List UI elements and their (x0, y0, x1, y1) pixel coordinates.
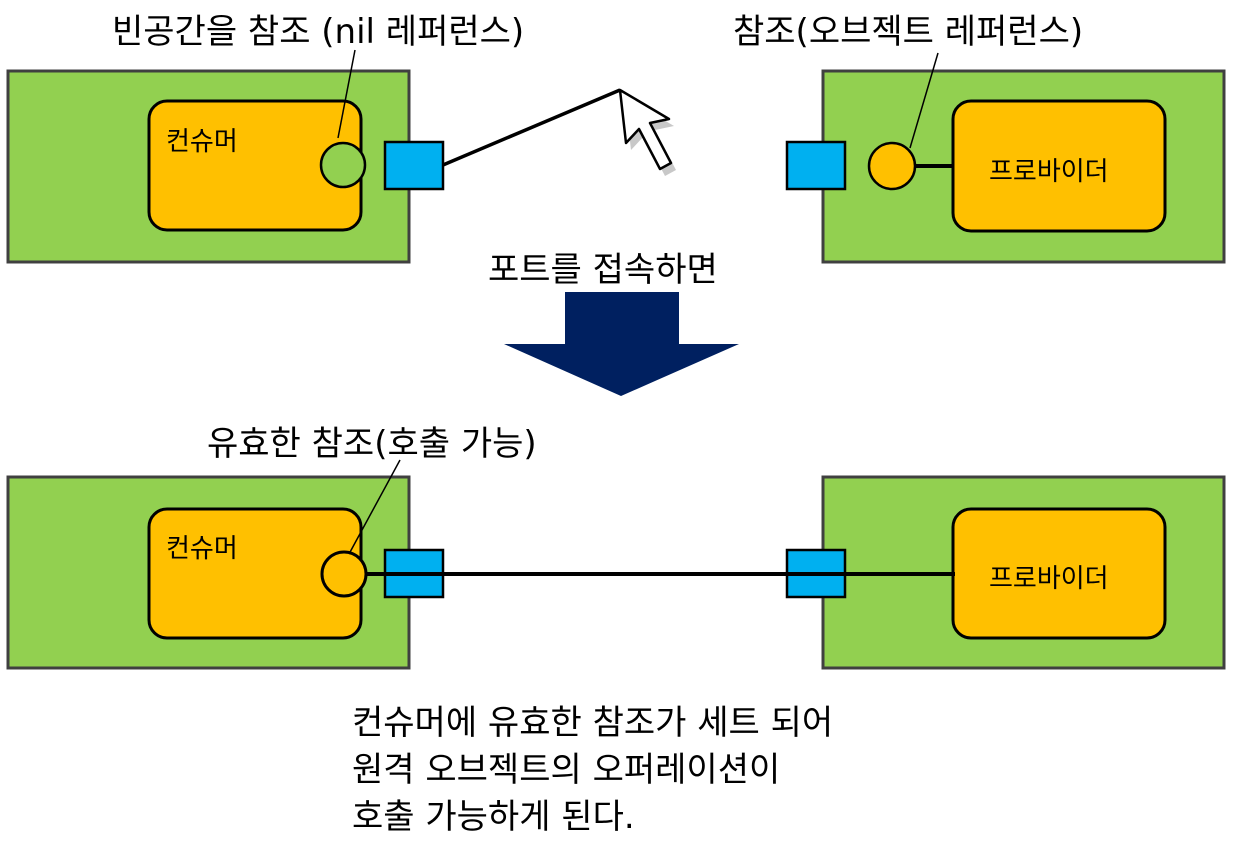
note-line: 원격 오브젝트의 오퍼레이션이 (352, 750, 781, 790)
valid-ref-callout-leader (348, 459, 401, 555)
valid-reference-callout: 유효한 참조(호출 가능) (207, 424, 537, 464)
bottom-consumer-label: 컨슈머 (166, 534, 238, 564)
nil-reference-callout: 빈공간을 참조 (nil 레퍼런스) (112, 12, 525, 52)
top-provider-label: 프로바이더 (989, 157, 1109, 187)
note-line: 호출 가능하게 된다. (352, 797, 635, 837)
object-reference-callout: 참조(오브젝트 레퍼런스) (733, 12, 1084, 52)
top-provider-lollipop (867, 141, 917, 191)
explanation-note: 컨슈머에 유효한 참조가 세트 되어 원격 오브젝트의 오퍼레이션이 호출 가능… (352, 700, 833, 841)
transition-arrow (504, 292, 739, 396)
nil-callout-leader (337, 49, 356, 139)
mouse-pointer-icon (618, 88, 676, 176)
note-line: 컨슈머에 유효한 참조가 세트 되어 (352, 703, 834, 743)
top-provider-port (785, 140, 847, 191)
bottom-provider-label: 프로바이더 (989, 564, 1109, 594)
top-consumer-empty-socket (319, 141, 367, 189)
top-consumer-port-line (442, 88, 621, 167)
top-provider-box (951, 99, 1167, 233)
top-consumer-label: 컨슈머 (166, 127, 238, 157)
bottom-consumer-valid-reference (320, 550, 368, 598)
object-ref-callout-leader (909, 52, 939, 149)
top-consumer-port (383, 140, 445, 191)
transition-label: 포트를 접속하면 (488, 250, 718, 290)
